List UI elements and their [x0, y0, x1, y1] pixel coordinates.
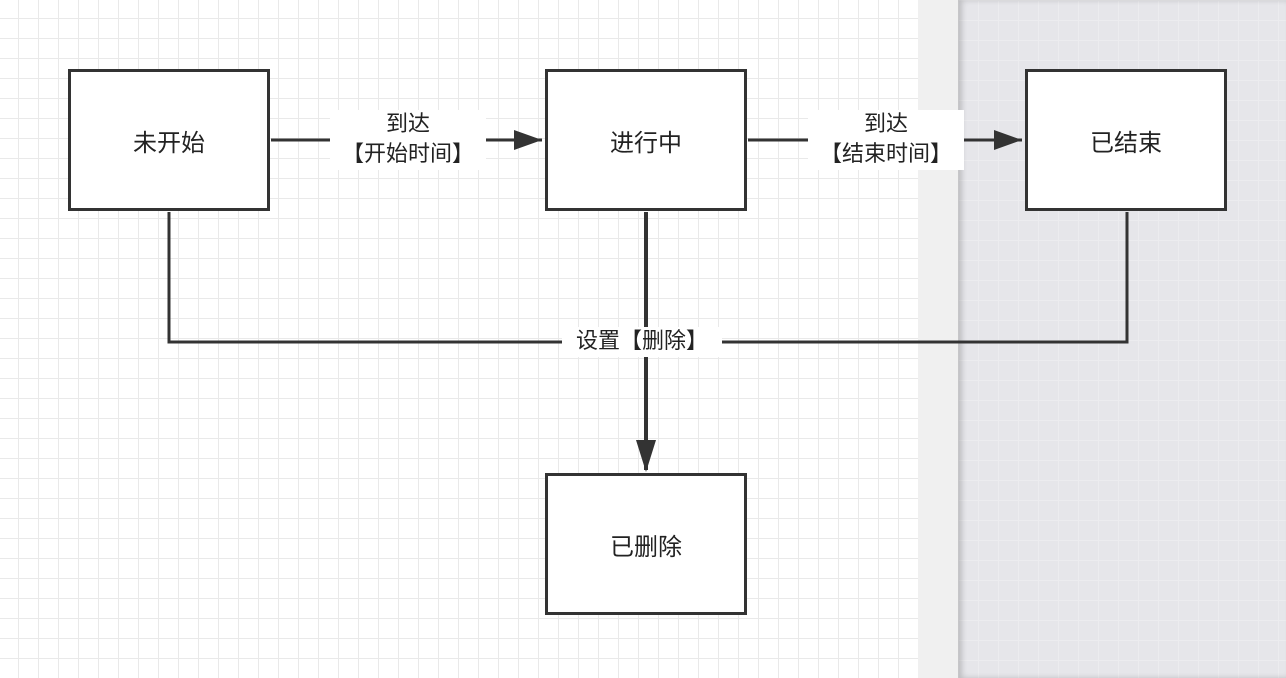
arrowhead-deleted [636, 440, 656, 472]
label-set-delete: 设置【删除】 [562, 327, 722, 357]
node-not-started[interactable]: 未开始 [68, 69, 270, 211]
label-reach-start-line2: 【开始时间】 [341, 142, 474, 167]
edge-ended-to-delete[interactable] [646, 212, 1129, 344]
label-reach-end: 到达 【结束时间】 [808, 110, 964, 170]
label-reach-end-line2: 【结束时间】 [819, 142, 952, 167]
node-in-progress[interactable]: 进行中 [545, 69, 747, 211]
label-reach-start: 到达 【开始时间】 [330, 110, 486, 170]
arrowhead-ended [994, 130, 1022, 150]
edge-notstarted-to-delete[interactable] [167, 212, 646, 344]
node-deleted[interactable]: 已删除 [545, 473, 747, 615]
label-reach-start-line1: 到达 [385, 112, 430, 137]
label-reach-end-line1: 到达 [863, 112, 908, 137]
arrowhead-progress [514, 130, 542, 150]
node-ended[interactable]: 已结束 [1025, 69, 1227, 211]
